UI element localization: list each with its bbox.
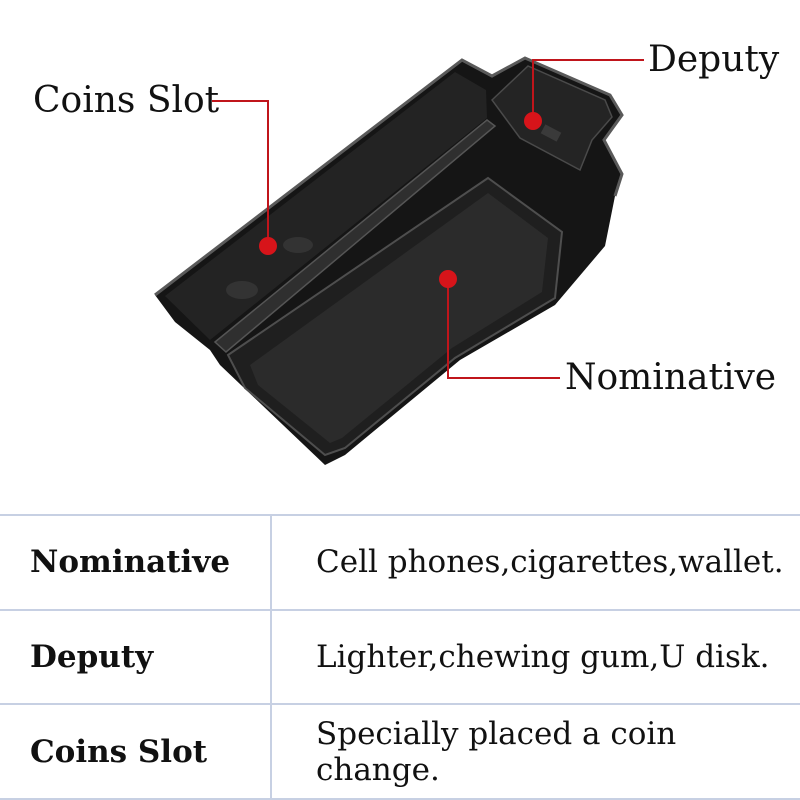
deputy-clip bbox=[540, 124, 562, 142]
product-figure bbox=[154, 56, 644, 465]
table-row: Deputy Lighter,chewing gum,U disk. bbox=[0, 608, 800, 706]
nominative-marker-dot bbox=[439, 270, 457, 288]
coin-holder-right bbox=[283, 237, 313, 253]
nominative-leader-line bbox=[447, 279, 560, 379]
deputy-marker-dot bbox=[524, 112, 542, 130]
coins-slot-marker-dot bbox=[259, 237, 277, 255]
main-left-compartment bbox=[165, 72, 487, 340]
part-use-cell: Specially placed a coin change. bbox=[271, 703, 800, 800]
tray-rim bbox=[154, 56, 624, 297]
table-row: Coins Slot Specially placed a coin chang… bbox=[0, 703, 800, 800]
deputy-leader-line bbox=[532, 59, 644, 121]
coins-slot-callout-label: Coins Slot bbox=[33, 80, 220, 121]
nominative-callout-label: Nominative bbox=[565, 357, 777, 398]
deputy-callout-label: Deputy bbox=[648, 39, 780, 80]
part-name-cell: Nominative bbox=[0, 514, 272, 611]
divider-rail bbox=[213, 119, 497, 353]
part-name-cell: Coins Slot bbox=[0, 703, 272, 800]
table-row: Nominative Cell phones,cigarettes,wallet… bbox=[0, 514, 800, 611]
coins-slot-leader-line bbox=[212, 100, 269, 246]
part-use-cell: Lighter,chewing gum,U disk. bbox=[271, 608, 800, 706]
coin-holder-left bbox=[226, 281, 258, 299]
rubber-mat bbox=[250, 193, 548, 443]
compartment-spec-table: Nominative Cell phones,cigarettes,wallet… bbox=[0, 514, 800, 800]
part-use-cell: Cell phones,cigarettes,wallet. bbox=[271, 514, 800, 611]
deputy-compartment bbox=[491, 65, 613, 172]
part-name-cell: Deputy bbox=[0, 608, 272, 706]
